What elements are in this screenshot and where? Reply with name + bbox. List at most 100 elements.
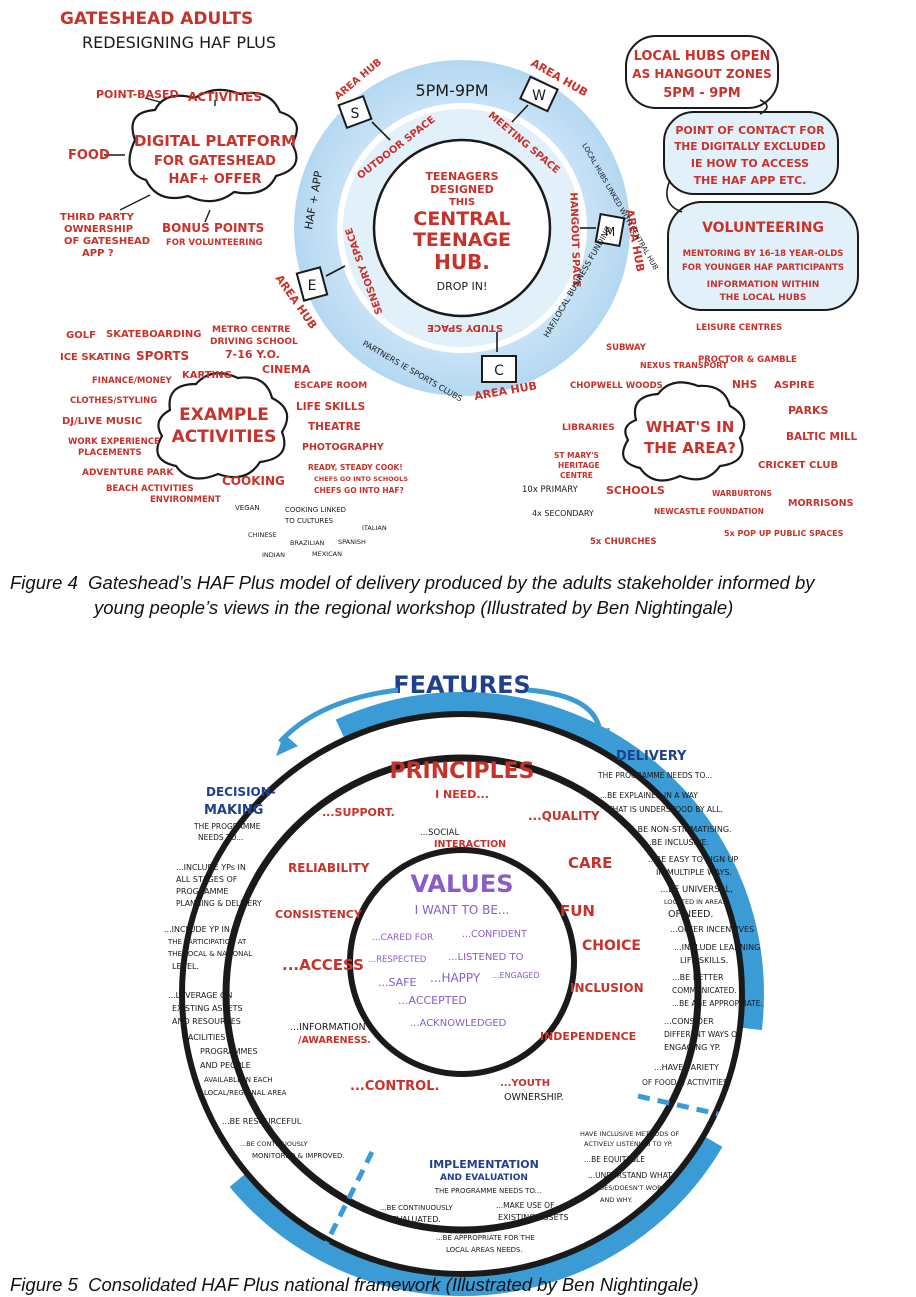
activity-spanish: SPANISH <box>338 538 366 546</box>
activity-to-cultures: TO CULTURES <box>284 517 334 525</box>
values-ring <box>347 847 577 1077</box>
figure5-caption-line1: Consolidated HAF Plus national framework… <box>88 1274 699 1295</box>
activity-italian: ITALIAN <box>362 524 387 532</box>
delivery-item-23: ...BE EQUITABLE <box>584 1155 645 1164</box>
activity-work-experience: WORK EXPERIENCE <box>68 437 160 447</box>
volunteering-line3: INFORMATION WITHIN <box>707 280 819 290</box>
example-activities-line2: ACTIVITIES <box>172 427 277 447</box>
decision-item-8: LEVEL. <box>172 962 199 971</box>
principle-access: ...ACCESS <box>282 956 364 974</box>
decision-sub2: NEEDS TO... <box>198 833 243 842</box>
delivery-item-22: ACTIVELY LISTENING TO YP. <box>584 1140 673 1148</box>
whats-in-area-line2: THE AREA? <box>644 439 736 457</box>
hub-centre-line1: TEENAGERS <box>425 170 498 183</box>
right-column-arrows <box>666 99 768 213</box>
decision-item-2: ALL STAGES OF <box>176 875 238 884</box>
area-leisure: LEISURE CENTRES <box>696 323 782 333</box>
values-sub: I WANT TO BE... <box>415 903 510 917</box>
digital-platform-cloud: DIGITAL PLATFORM FOR GATESHEAD HAF+ OFFE… <box>60 88 298 259</box>
digital-platform-line3: HAF+ OFFER <box>169 172 262 187</box>
delivery-item-16: ...CONSIDER <box>664 1017 714 1026</box>
activity-dj: DJ/LIVE MUSIC <box>62 416 142 427</box>
poc-line3: IE HOW TO ACCESS <box>691 157 809 170</box>
decision-sub1: THE PROGRAMME <box>193 822 261 831</box>
space-hangout: HANGOUT SPACE <box>567 192 581 288</box>
delivery-item-13: ...BE BETTER <box>672 973 724 982</box>
area-churches: 5x CHURCHES <box>590 537 656 547</box>
cloud-shape <box>128 88 298 203</box>
activity-age: 7-16 Y.O. <box>225 348 280 361</box>
activity-vegan: VEGAN <box>235 504 260 512</box>
delivery-item-25: DOES/DOESN'T WORK <box>594 1184 667 1192</box>
activity-beach: BEACH ACTIVITIES <box>106 484 194 494</box>
delivery-item-2: THAT IS UNDERSTOOD BY ALL. <box>607 805 723 814</box>
hub-drop-in: DROP IN! <box>437 280 488 293</box>
local-hubs-cloud: LOCAL HUBS OPEN AS HANGOUT ZONES 5PM - 9… <box>625 35 779 109</box>
area-nexus: NEXUS TRANSPORT <box>640 361 728 370</box>
area-aspire: ASPIRE <box>774 380 815 391</box>
area-libraries: LIBRARIES <box>562 423 615 433</box>
activity-brazilian: BRAZILIAN <box>290 539 325 547</box>
decision-item-4: PLANNING & DELIVERY <box>176 899 262 908</box>
decision-title-line2: MAKING <box>204 803 263 818</box>
hub-time: 5PM-9PM <box>415 81 488 100</box>
area-newcastle-foundation: NEWCASTLE FOUNDATION <box>654 507 764 516</box>
value-cared-for: ...CARED FOR <box>372 933 433 943</box>
principle-quality: ...QUALITY <box>528 809 600 823</box>
decision-item-10: EXISTING ASSETS <box>172 1004 243 1013</box>
activity-skateboarding: SKATEBOARDING <box>106 329 201 340</box>
decision-item-12: FACILITIES <box>184 1033 225 1042</box>
activity-environment: ENVIRONMENT <box>150 495 221 505</box>
delivery-item-19: ...HAVE VARIETY <box>654 1063 719 1072</box>
figure4-caption-label: Figure 4 <box>10 572 78 593</box>
activity-ready-steady-cook: READY, STEADY COOK! <box>308 463 403 472</box>
area-hub-boxes <box>295 75 626 383</box>
title-line1: GATESHEAD ADULTS <box>60 9 253 29</box>
implementation-item-5: ...BE APPROPRIATE FOR THE <box>436 1234 535 1242</box>
poc-line1: POINT OF CONTACT FOR <box>675 124 825 137</box>
activity-chefs-haf: CHEFS GO INTO HAF? <box>314 486 404 495</box>
activity-clothes: CLOTHES/STYLING <box>70 396 157 406</box>
area-baltic: BALTIC MILL <box>786 431 858 443</box>
central-hub: 5PM-9PM TEENAGERS DESIGNED THIS CENTRAL … <box>273 56 660 403</box>
delivery-item-8: LOCATED IN AREAS <box>664 898 727 906</box>
figure4-title: GATESHEAD ADULTS REDESIGNING HAF PLUS <box>60 9 276 52</box>
delivery-item-14: COMMUNICATED. <box>672 986 737 995</box>
principle-awareness: /AWARENESS. <box>298 1035 371 1046</box>
spoke-for-volunteering: FOR VOLUNTEERING <box>166 238 263 248</box>
activity-driving-school: DRIVING SCHOOL <box>210 337 298 347</box>
whats-in-area-shape <box>622 381 746 482</box>
implementation-item-4: EXISTING ASSETS <box>498 1213 569 1222</box>
delivery-item-11: ...INCLUDE LEARNING <box>674 943 760 952</box>
implementation-item-3: ...MAKE USE OF <box>496 1201 554 1210</box>
principle-interaction: INTERACTION <box>434 839 506 850</box>
decision-item-19: MONITORED & IMPROVED. <box>252 1152 345 1160</box>
value-acknowledged: ...ACKNOWLEDGED <box>410 1018 507 1029</box>
hub-centre-line6: HUB. <box>434 250 490 274</box>
local-hubs-line2: AS HANGOUT ZONES <box>632 67 771 81</box>
activity-golf: GOLF <box>66 330 96 341</box>
whats-in-area-line1: WHAT'S IN <box>646 418 735 436</box>
digital-platform-line2: FOR GATESHEAD <box>154 154 276 169</box>
spoke-activities: ACTIVITIES <box>188 90 262 104</box>
spoke-bonus-points: BONUS POINTS <box>162 221 264 235</box>
implementation-title-line2: AND EVALUATION <box>440 1173 528 1183</box>
decision-item-17: ...BE RESOURCEFUL <box>222 1117 302 1126</box>
volunteering-line2: FOR YOUNGER HAF PARTICIPANTS <box>682 263 844 273</box>
example-activities-shape <box>156 372 289 480</box>
value-confident: ...CONFIDENT <box>462 929 527 940</box>
figure4: GATESHEAD ADULTS REDESIGNING HAF PLUS DI… <box>60 9 859 559</box>
local-hubs-line1: LOCAL HUBS OPEN <box>634 49 771 64</box>
activity-cinema: CINEMA <box>262 363 311 376</box>
values-section: VALUES I WANT TO BE... ...CARED FOR ...C… <box>368 870 540 1029</box>
area-chopwell: CHOPWELL WOODS <box>570 381 663 391</box>
volunteering-shape <box>667 201 859 311</box>
area-hub-e-box <box>295 266 329 302</box>
area-hub-s-box <box>337 94 373 130</box>
activity-adventure-park: ADVENTURE PARK <box>82 468 174 478</box>
area-hub-m-box <box>594 212 626 248</box>
principle-support: ...SUPPORT. <box>322 806 395 819</box>
activity-indian: INDIAN <box>262 551 285 559</box>
poc-shape <box>663 111 839 195</box>
delivery-item-26: AND WHY. <box>600 1196 632 1204</box>
